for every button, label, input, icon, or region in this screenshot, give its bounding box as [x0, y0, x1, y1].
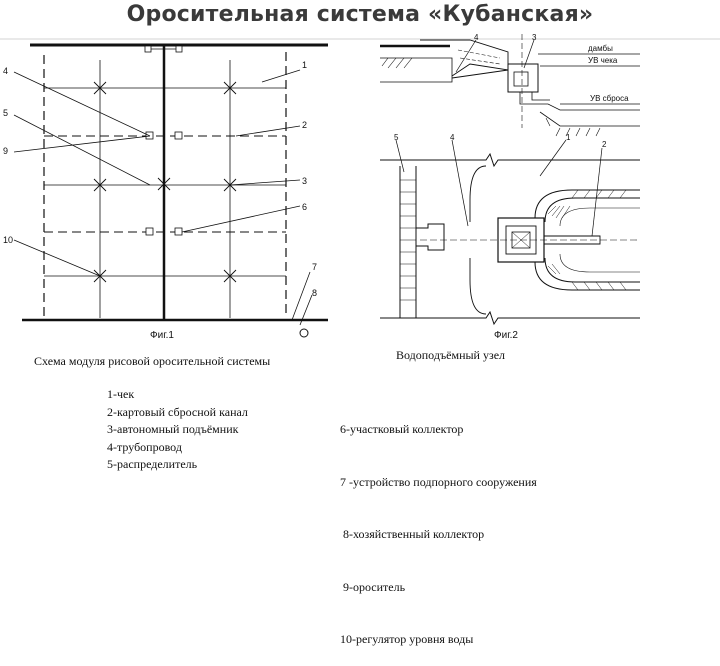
legend-item-6: 6-участковый коллектор [340, 422, 464, 436]
fig2-callout-top-4: 4 [474, 33, 479, 42]
legend-item-8: 8-хозяйственный коллектор [340, 527, 485, 541]
fig2-callout-plan-1: 1 [566, 133, 571, 142]
fig2-callout-plan-5: 5 [394, 133, 399, 142]
fig1-callout-3: 3 [302, 176, 307, 186]
fig1-callout-10: 10 [3, 235, 13, 245]
legend-item-1: 1-чек [107, 387, 135, 401]
caption-water-lifting-unit: Водоподъёмный узел [396, 348, 506, 362]
legend-item-5: 5-распределитель [107, 457, 198, 471]
fig1-callout-5: 5 [3, 108, 8, 118]
legend-item-3: 3-автономный подъёмник [107, 422, 239, 436]
fig1-caption: Фиг.1 [150, 330, 174, 341]
fig1-callout-8: 8 [312, 288, 317, 298]
caption-module-scheme: Схема модуля рисовой оросительной систем… [34, 354, 271, 368]
fig1-callout-1: 1 [302, 60, 307, 70]
fig2-callout-top-3: 3 [532, 33, 537, 42]
fig2-caption: Фиг.2 [494, 330, 518, 341]
fig1-callout-9: 9 [3, 146, 8, 156]
fig1-callout-4: 4 [3, 66, 8, 76]
fig2-label-uv-chek: УВ чека [588, 56, 618, 65]
fig1-callout-6: 6 [302, 202, 307, 212]
legend-item-7: 7 -устройство подпорного сооружения [340, 474, 537, 489]
legend-item-4: 4-трубопровод [107, 439, 182, 454]
legend-left: 1-чек 2-картовый сбросной канал 3-автоно… [107, 386, 248, 474]
fig1-callout-2: 2 [302, 120, 307, 130]
fig2-label-dambs: дамбы [588, 44, 613, 53]
page-title: Оросительная система «Кубанская» [126, 2, 594, 27]
legend-item-2: 2-картовый сбросной канал [107, 404, 248, 419]
legend-right: 6-участковый коллектор 7 -устройство под… [340, 386, 537, 666]
fig2-label-uv-sbrosa: УВ сброса [590, 94, 629, 103]
title-divider [0, 38, 720, 40]
fig2-callout-plan-4: 4 [450, 133, 455, 142]
fig1-callout-7: 7 [312, 262, 317, 272]
fig2-callout-plan-2: 2 [602, 140, 607, 149]
legend-item-9: 9-ороситель [340, 579, 406, 594]
legend-item-10: 10-регулятор уровня воды [340, 632, 474, 646]
fig1-module-scheme: 1 2 3 4 5 6 7 8 9 10 Фиг.1 [3, 43, 328, 341]
fig2-water-lifting-unit: дамбы УВ чека УВ сброса 4 3 5 4 1 2 Фиг.… [380, 33, 640, 341]
